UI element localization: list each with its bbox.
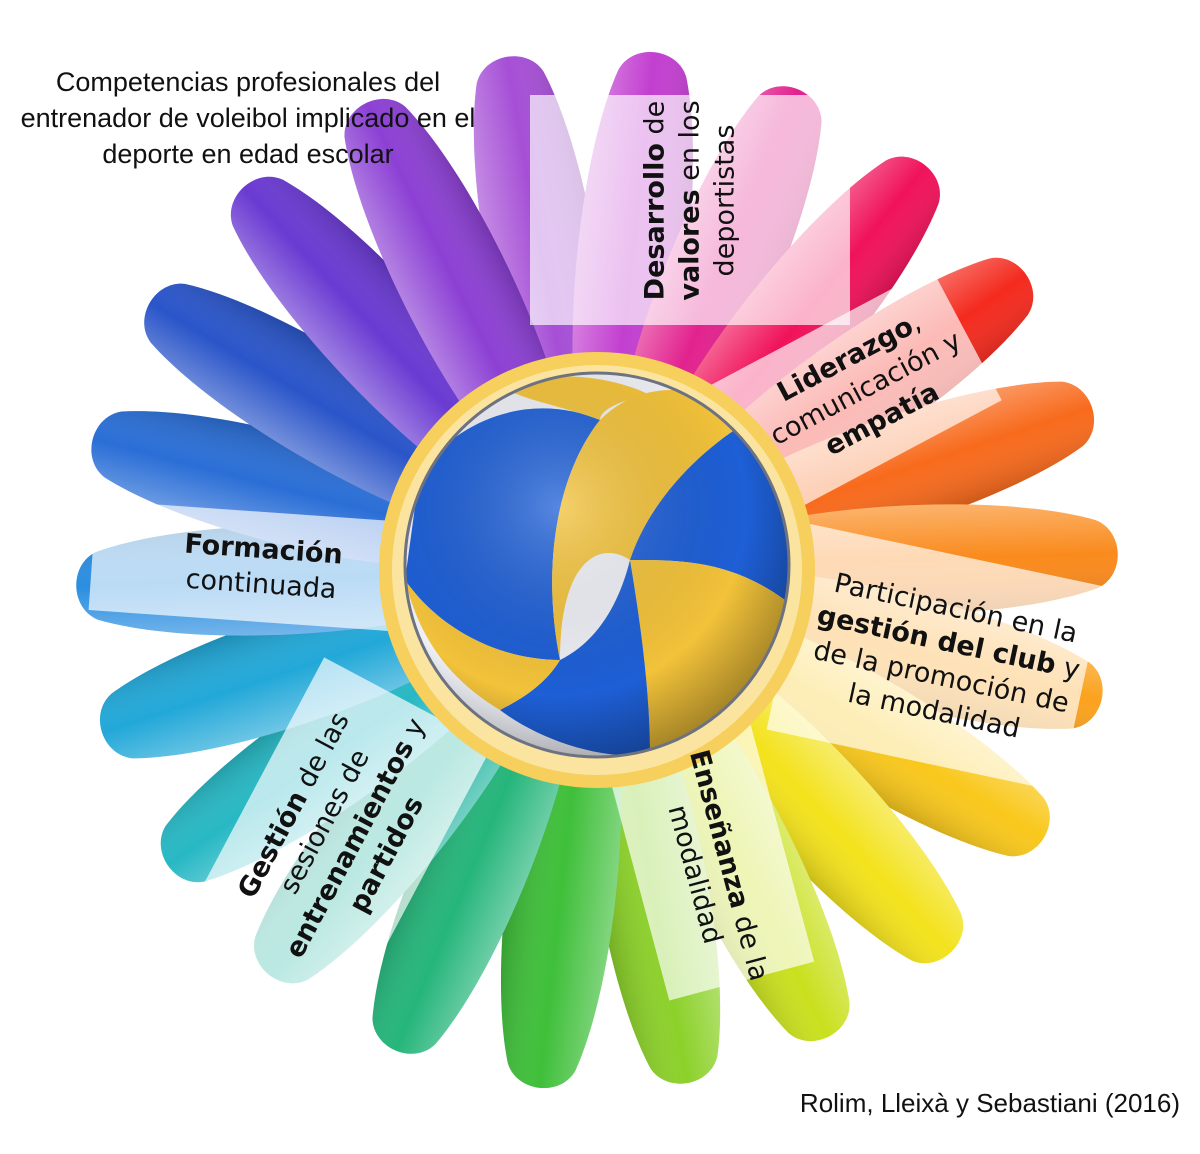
label-plaque-liderazgo (710, 267, 1002, 518)
source-credit: Rolim, Lleixà y Sebastiani (2016) (799, 1088, 1180, 1118)
competency-text: deportistas (709, 124, 741, 276)
competency-text: de (639, 100, 671, 143)
label-plaque-sesiones (178, 657, 492, 1021)
volleyball-icon (403, 371, 791, 759)
label-plaque-ensenanza (604, 720, 815, 1001)
petal (144, 283, 490, 526)
petal (344, 98, 565, 456)
petal (231, 176, 524, 486)
label-plaque-valores (530, 95, 850, 325)
competency-text: valores (674, 188, 706, 301)
petal (372, 689, 575, 1054)
competency-line: deportistas (708, 100, 743, 300)
label-plaque-gestion-club (766, 524, 1104, 792)
diagram-title: Competencias profesionales del entrenado… (20, 67, 476, 169)
competency-line: Desarrollo de (638, 100, 673, 300)
competency-line: valores en los (673, 100, 708, 300)
label-plaque-formacion (88, 500, 416, 633)
competency-text: Desarrollo (639, 142, 671, 300)
competency-text: en los (674, 99, 706, 189)
